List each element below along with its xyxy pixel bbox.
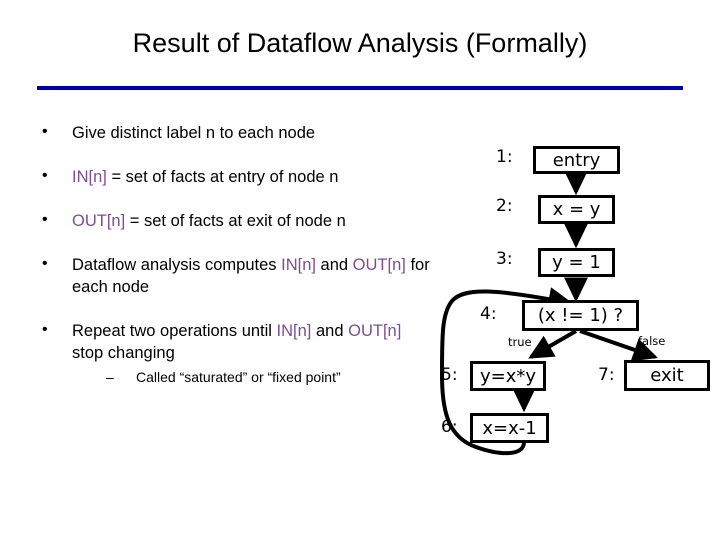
node-label-3: 3: bbox=[496, 249, 513, 269]
node-box-x-eq-x-minus-1[interactable]: x=x-1 bbox=[470, 413, 549, 443]
bullet-text: Dataflow analysis computes bbox=[72, 256, 282, 274]
bullet-text: and bbox=[315, 256, 353, 274]
edge-4-to-7-false bbox=[579, 329, 659, 362]
node-box-y-eq-1[interactable]: y = 1 bbox=[538, 248, 615, 277]
node-box-exit[interactable]: exit bbox=[624, 360, 710, 391]
bullet-highlight-in: IN[n] bbox=[276, 322, 312, 340]
bullet-highlight-out: OUT[n] bbox=[352, 256, 406, 274]
list-item: OUT[n] = set of facts at exit of node n bbox=[36, 209, 436, 232]
node-label-2: 2: bbox=[496, 196, 513, 216]
sub-bullet-text: Called “saturated” or “fixed point” bbox=[136, 369, 341, 385]
node-label-5: 5: bbox=[441, 365, 458, 385]
bullet-highlight-in: IN[n] bbox=[72, 168, 107, 186]
node-box-x-eq-y[interactable]: x = y bbox=[538, 195, 615, 224]
title-divider bbox=[37, 86, 683, 90]
list-item: Repeat two operations until IN[n] and OU… bbox=[36, 319, 436, 387]
edge-label-true: true bbox=[508, 335, 532, 349]
bullet-text: = set of facts at entry of node n bbox=[106, 168, 339, 186]
bullet-text: = set of facts at exit of node n bbox=[125, 212, 346, 230]
edge-6-to-4-backedge bbox=[439, 287, 574, 456]
list-item: IN[n] = set of facts at entry of node n bbox=[36, 165, 436, 188]
control-flow-graph: 1: entry 2: x = y 3: y = 1 4: (x != 1) ?… bbox=[420, 135, 720, 475]
bullet-highlight-in: IN[n] bbox=[281, 256, 316, 274]
edge-4-to-5-true bbox=[528, 329, 578, 359]
bullet-text: stop changing bbox=[72, 344, 175, 362]
node-box-entry[interactable]: entry bbox=[533, 146, 620, 174]
bullet-highlight-out: OUT[n] bbox=[348, 322, 402, 340]
node-label-4: 4: bbox=[480, 304, 497, 324]
bullet-list: Give distinct label n to each node IN[n]… bbox=[36, 121, 436, 400]
node-label-7: 7: bbox=[598, 365, 615, 385]
node-box-condition[interactable]: (x != 1) ? bbox=[522, 300, 639, 331]
node-label-1: 1: bbox=[496, 147, 513, 167]
bullet-text: for each node bbox=[72, 256, 430, 296]
flow-edges bbox=[439, 170, 659, 456]
list-item: Dataflow analysis computes IN[n] and OUT… bbox=[36, 253, 436, 298]
edge-label-false: false bbox=[638, 334, 666, 348]
sub-list-item: Called “saturated” or “fixed point” bbox=[72, 367, 436, 387]
bullet-text: and bbox=[311, 322, 349, 340]
bullet-text: Repeat two operations until bbox=[72, 322, 277, 340]
node-box-y-eq-x-times-y[interactable]: y=x*y bbox=[470, 361, 546, 391]
page-title: Result of Dataflow Analysis (Formally) bbox=[132, 28, 588, 58]
bullet-highlight-out: OUT[n] bbox=[72, 212, 126, 230]
list-item: Give distinct label n to each node bbox=[36, 121, 436, 144]
node-label-6: 6: bbox=[441, 417, 458, 437]
bullet-text: Give distinct label n to each node bbox=[72, 124, 316, 142]
